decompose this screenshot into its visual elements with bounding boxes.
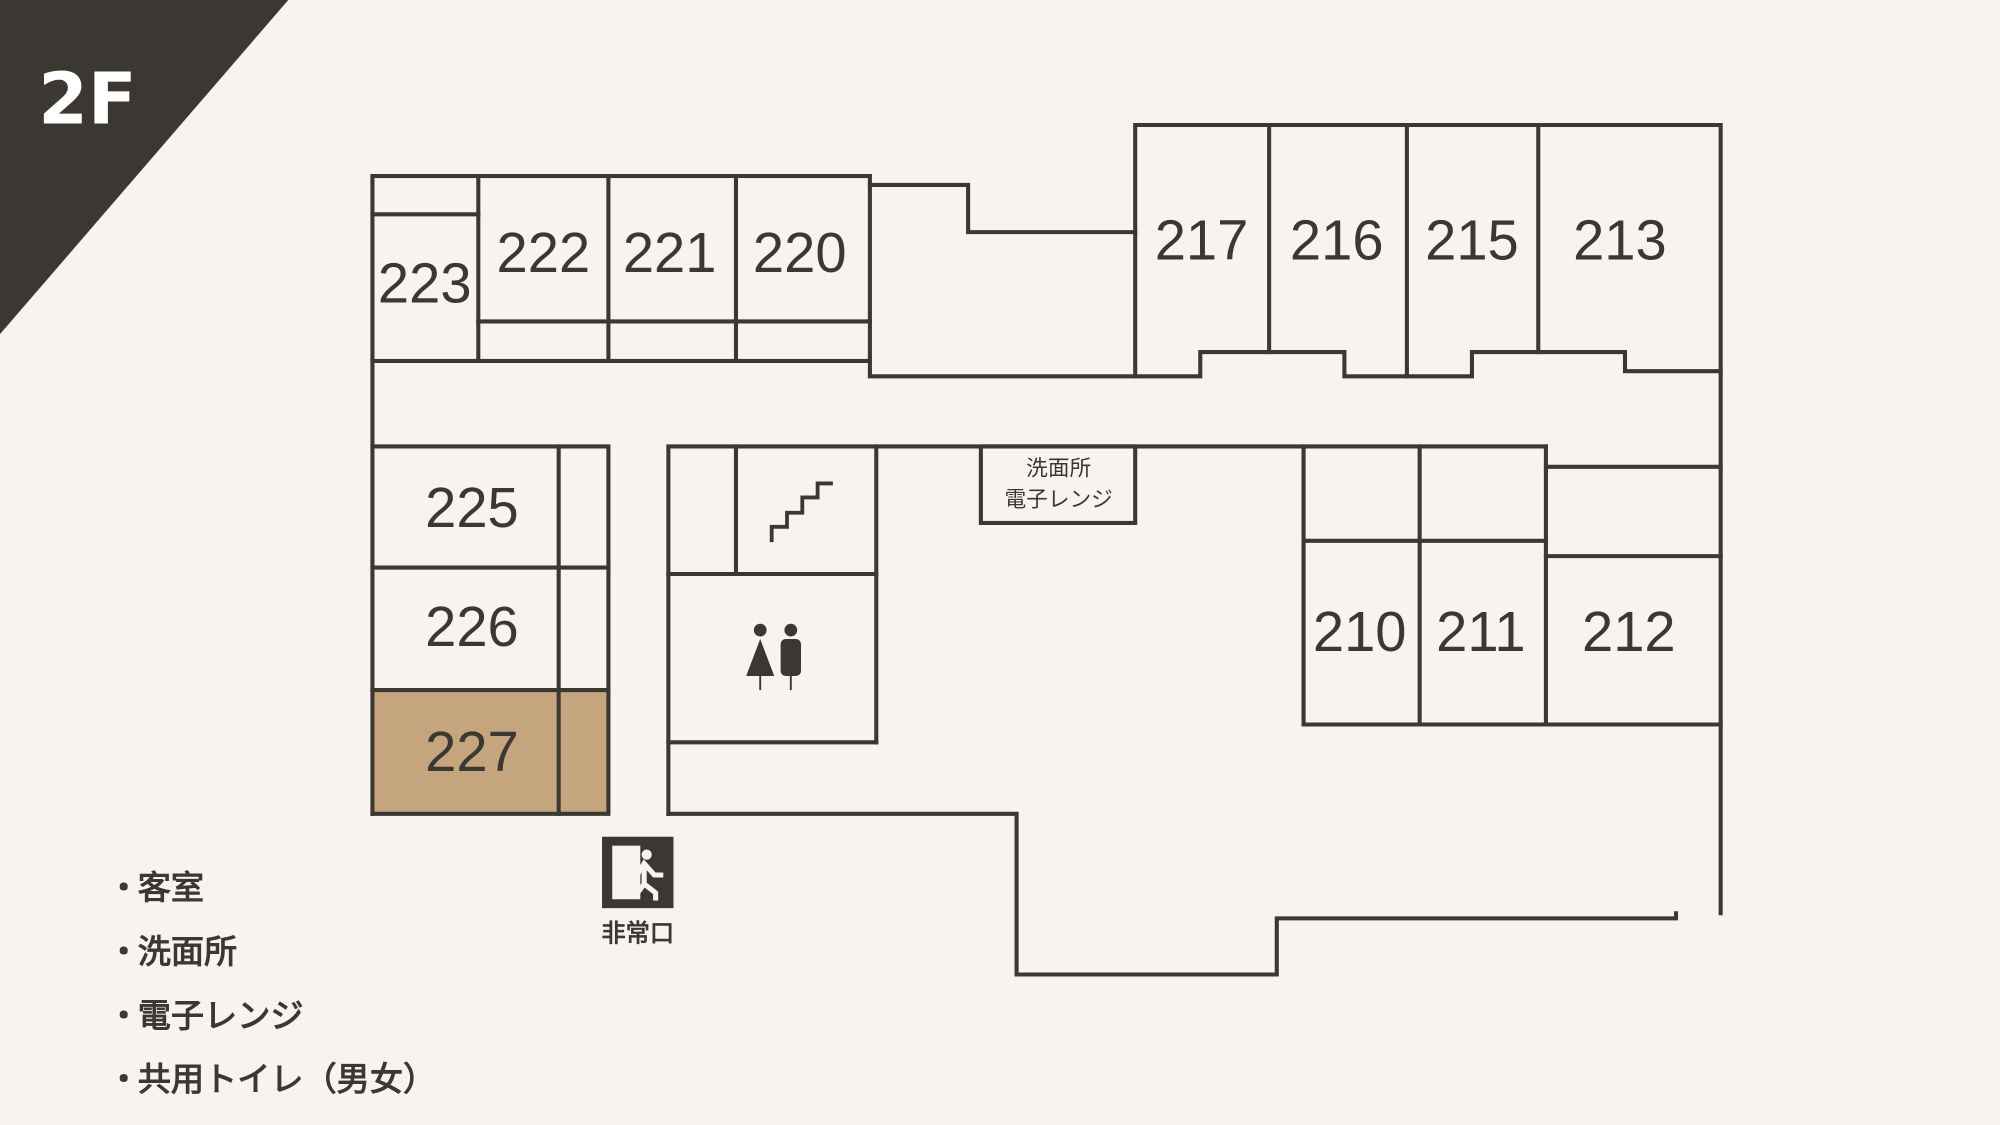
restroom-icon: [746, 623, 802, 691]
legend-item-washroom: 洗面所: [138, 932, 237, 971]
room-222[interactable]: 222: [497, 221, 591, 284]
legend-bullet: ・: [107, 932, 140, 971]
room-216[interactable]: 216: [1290, 208, 1384, 271]
room-212[interactable]: 212: [1582, 600, 1676, 663]
floor-badge: [0, 0, 289, 335]
exit-label: 非常口: [601, 919, 674, 947]
washroom-label: 洗面所: [1026, 457, 1091, 482]
legend-item-guest-room: 客室: [138, 868, 204, 907]
room-225[interactable]: 225: [425, 476, 519, 539]
legend-item-restroom: 共用トイレ（男女）: [138, 1060, 436, 1099]
room-223[interactable]: 223: [378, 252, 472, 315]
microwave-label: 電子レンジ: [1004, 487, 1112, 512]
legend-bullet: ・: [107, 868, 140, 907]
emergency-exit-icon: [602, 836, 674, 909]
room-210[interactable]: 210: [1313, 600, 1407, 663]
room-215[interactable]: 215: [1425, 208, 1519, 271]
highlighted-room-fill: [372, 690, 609, 814]
room-217[interactable]: 217: [1155, 208, 1249, 271]
walls: [370, 122, 1723, 977]
room-227[interactable]: 227: [425, 720, 519, 783]
legend: ・ 客室 ・ 洗面所 ・ 電子レンジ ・ 共用トイレ（男女）: [107, 868, 436, 1098]
room-220[interactable]: 220: [753, 221, 847, 284]
legend-bullet: ・: [107, 1060, 140, 1099]
room-226[interactable]: 226: [425, 595, 519, 658]
room-labels: 223 222 221 220 217 216 215 213 225 226 …: [378, 208, 1676, 782]
legend-item-microwave: 電子レンジ: [138, 996, 304, 1035]
room-211[interactable]: 211: [1436, 600, 1525, 663]
room-213[interactable]: 213: [1573, 208, 1667, 271]
floor-label: 2F: [38, 58, 136, 141]
room-221[interactable]: 221: [623, 221, 717, 284]
legend-bullet: ・: [107, 996, 140, 1035]
stairs-icon: [769, 481, 833, 543]
